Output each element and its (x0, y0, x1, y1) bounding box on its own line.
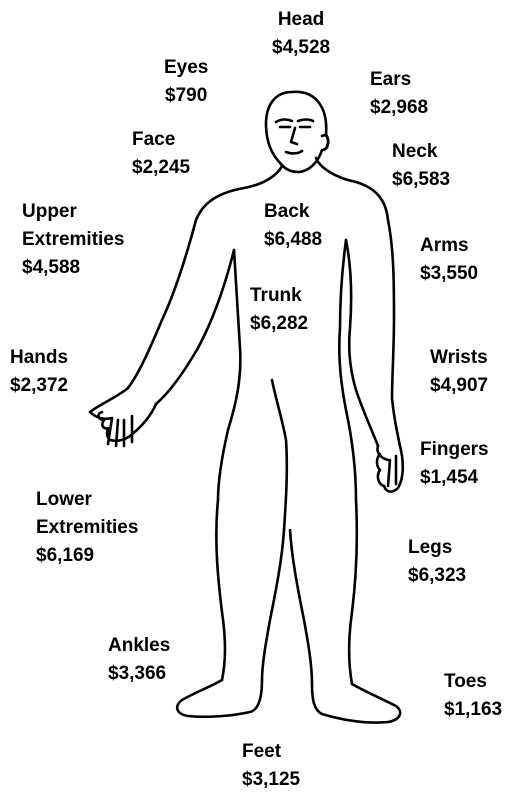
left-leg-outer (216, 500, 225, 680)
part-cost: $2,968 (370, 94, 428, 122)
part-name: Trunk (250, 282, 308, 310)
label-wrists: Wrists $4,907 (430, 344, 488, 400)
part-name: Lower (36, 486, 138, 514)
label-legs: Legs $6,323 (408, 534, 466, 590)
label-fingers: Fingers $1,454 (420, 436, 489, 492)
part-name: Upper (22, 198, 124, 226)
part-cost: $790 (164, 82, 208, 110)
part-cost: $6,282 (250, 310, 308, 338)
part-name: Arms (420, 232, 478, 260)
label-trunk: Trunk $6,282 (250, 282, 308, 338)
part-cost: $4,528 (272, 34, 330, 62)
head-outline (266, 92, 328, 172)
right-foot (312, 684, 400, 723)
part-name: Extremities (36, 514, 138, 542)
torso-right (339, 240, 356, 500)
part-cost: $4,907 (430, 372, 488, 400)
label-upper-extremities: Upper Extremities $4,588 (22, 198, 124, 282)
label-back: Back $6,488 (264, 198, 322, 254)
right-leg-outer (349, 500, 357, 684)
eyebrow-right (298, 120, 313, 122)
label-ears: Ears $2,968 (370, 66, 428, 122)
label-feet: Feet $3,125 (242, 738, 300, 794)
left-foot (177, 680, 262, 717)
left-hand (90, 404, 156, 446)
label-eyes: Eyes $790 (164, 54, 208, 110)
left-arm-inner (156, 250, 234, 404)
part-name: Ears (370, 66, 428, 94)
right-arm-inner (346, 240, 378, 446)
part-name: Wrists (430, 344, 488, 372)
part-name: Legs (408, 534, 466, 562)
part-cost: $2,245 (132, 154, 190, 182)
part-cost: $1,454 (420, 464, 489, 492)
part-cost: $4,588 (22, 254, 124, 282)
part-name: Head (272, 6, 330, 34)
left-leg-inner (262, 530, 284, 680)
torso-left (218, 250, 240, 500)
part-name: Ankles (108, 632, 170, 660)
part-cost: $6,169 (36, 542, 138, 570)
part-cost: $3,550 (420, 260, 478, 288)
label-ankles: Ankles $3,366 (108, 632, 170, 688)
label-arms: Arms $3,550 (420, 232, 478, 288)
crotch (272, 380, 287, 530)
part-cost: $3,366 (108, 660, 170, 688)
part-name: Face (132, 126, 190, 154)
neck-right (316, 158, 388, 220)
part-name: Toes (444, 668, 502, 696)
part-cost: $1,163 (444, 696, 502, 724)
part-name: Feet (242, 738, 300, 766)
part-name: Back (264, 198, 322, 226)
right-arm-outer (388, 220, 400, 446)
right-hand (377, 446, 403, 492)
part-name: Eyes (164, 54, 208, 82)
part-cost: $2,372 (10, 372, 68, 400)
right-leg-inner (290, 530, 312, 684)
label-toes: Toes $1,163 (444, 668, 502, 724)
eyebrow-left (276, 120, 292, 122)
nose (291, 128, 297, 144)
part-cost: $3,125 (242, 766, 300, 794)
part-name: Hands (10, 344, 68, 372)
label-head: Head $4,528 (272, 6, 330, 62)
part-name: Extremities (22, 226, 124, 254)
label-hands: Hands $2,372 (10, 344, 68, 400)
part-name: Fingers (420, 436, 489, 464)
label-face: Face $2,245 (132, 126, 190, 182)
part-cost: $6,488 (264, 226, 322, 254)
part-cost: $6,323 (408, 562, 466, 590)
label-lower-extremities: Lower Extremities $6,169 (36, 486, 138, 570)
mouth (286, 151, 302, 153)
part-name: Neck (392, 138, 450, 166)
part-cost: $6,583 (392, 166, 450, 194)
ear-outline (322, 135, 328, 146)
label-neck: Neck $6,583 (392, 138, 450, 194)
